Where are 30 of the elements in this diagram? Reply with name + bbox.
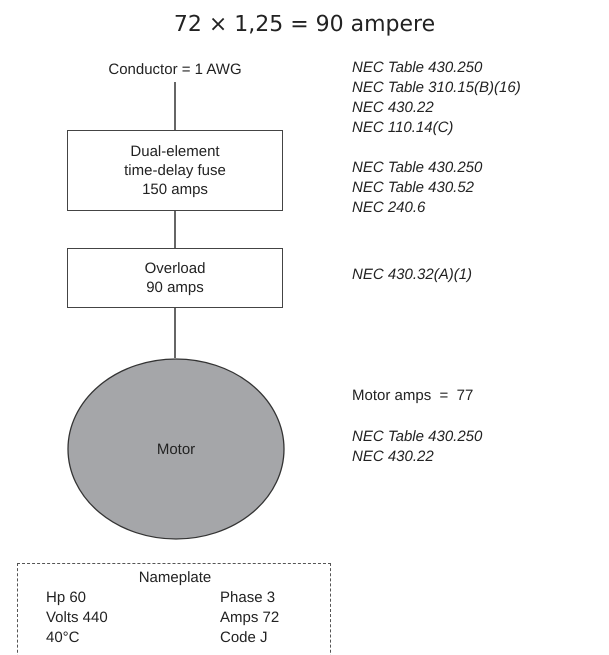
code-reference: NEC 430.32(A)(1) (352, 265, 472, 285)
conductor-label: Conductor = 1 AWG (108, 60, 242, 78)
nameplate-value: 40°C (46, 628, 80, 648)
nameplate-value: Volts 440 (46, 608, 108, 628)
motor-amps-note: Motor amps = 77 (352, 386, 474, 406)
code-reference: NEC Table 430.250 (352, 158, 482, 178)
device-box (67, 130, 283, 211)
nameplate-value: Phase 3 (220, 588, 276, 608)
code-reference: NEC 430.22 (352, 447, 434, 467)
code-reference: NEC 240.6 (352, 198, 426, 218)
node-label: Overload 90 amps (144, 259, 206, 297)
wire-line (174, 82, 176, 130)
code-reference: NEC Table 310.15(B)(16) (352, 78, 521, 98)
code-reference: NEC 110.14(C) (352, 118, 454, 138)
wire-line (174, 211, 176, 248)
code-reference: NEC Table 430.52 (352, 178, 474, 198)
nameplate-value: Hp 60 (46, 588, 86, 608)
nameplate-box (17, 563, 331, 655)
code-reference: NEC Table 430.250 (352, 427, 482, 447)
device-box (67, 248, 283, 308)
node-label: Dual-element time-delay fuse 150 amps (123, 142, 227, 199)
nameplate-value: Amps 72 (220, 608, 280, 628)
code-reference: NEC Table 430.250 (352, 58, 482, 78)
nameplate-heading: Nameplate (138, 568, 212, 588)
node-label: Motor (156, 440, 196, 458)
nameplate-value: Code J (220, 628, 268, 648)
title: 72 × 1,25 = 90 ampere (172, 12, 436, 37)
wire-line (174, 308, 176, 358)
code-reference: NEC 430.22 (352, 98, 434, 118)
motor-circle (67, 358, 285, 540)
